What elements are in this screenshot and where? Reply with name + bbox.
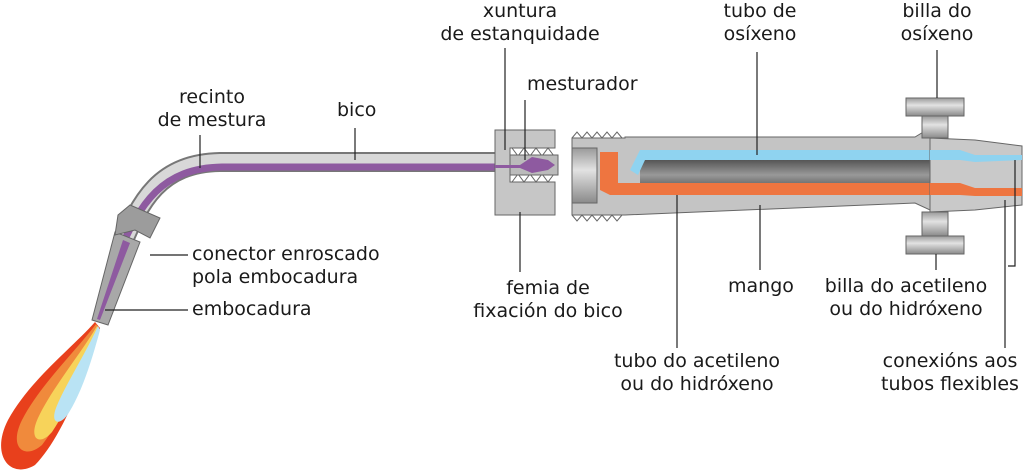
label-mixing-chamber: recinto de mestura: [158, 86, 267, 132]
label-line: ou do hidróxeno: [829, 298, 983, 320]
label-line: de estanquidade: [440, 23, 600, 45]
label-line: billa do: [902, 0, 972, 22]
label-line: tubo do acetileno: [613, 350, 781, 372]
handle: [571, 127, 1023, 222]
label-line: de mestura: [157, 109, 267, 131]
label-mixer: mesturador: [527, 73, 638, 95]
label-line: femia de: [506, 277, 590, 299]
acetylene-valve-knob: [905, 211, 965, 255]
nozzle-nut: [494, 129, 559, 216]
label-line: osíxeno: [900, 23, 974, 45]
label-line: tubo de: [723, 0, 797, 22]
flame: [1, 322, 100, 470]
label-acetylene-valve: billa do acetileno ou do hidróxeno: [825, 275, 987, 321]
label-line: recinto: [179, 86, 245, 108]
label-line: billa do acetileno: [824, 275, 988, 297]
label-line: osíxeno: [723, 23, 797, 45]
label-oxygen-valve: billa do osíxeno: [901, 0, 974, 46]
label-line: pola embocadura: [192, 266, 359, 288]
label-line: xuntura: [482, 0, 558, 22]
label-line: conector enroscado: [192, 243, 380, 265]
label-line: conexións aos: [882, 350, 1018, 372]
nozzle-tube: [91, 152, 495, 326]
label-hose-connections: conexións aos tubos flexibles: [881, 350, 1019, 396]
label-line: fixación do bico: [473, 300, 623, 322]
oxygen-valve-knob: [905, 97, 965, 139]
label-nozzle-nut: femia de fixación do bico: [473, 277, 622, 323]
label-tip: embocadura: [192, 298, 312, 320]
label-line: tubos flexibles: [881, 373, 1019, 395]
label-seal: xuntura de estanquidade: [440, 0, 599, 46]
leader-lines: [105, 48, 1016, 348]
label-threaded-connector: conector enroscado pola embocadura: [192, 243, 380, 289]
label-oxygen-tube: tubo de osíxeno: [724, 0, 797, 46]
label-line: ou do hidróxeno: [620, 373, 774, 395]
label-nozzle: bico: [337, 99, 377, 121]
label-handle: mango: [728, 275, 794, 297]
label-acetylene-tube: tubo do acetileno ou do hidróxeno: [614, 350, 780, 396]
